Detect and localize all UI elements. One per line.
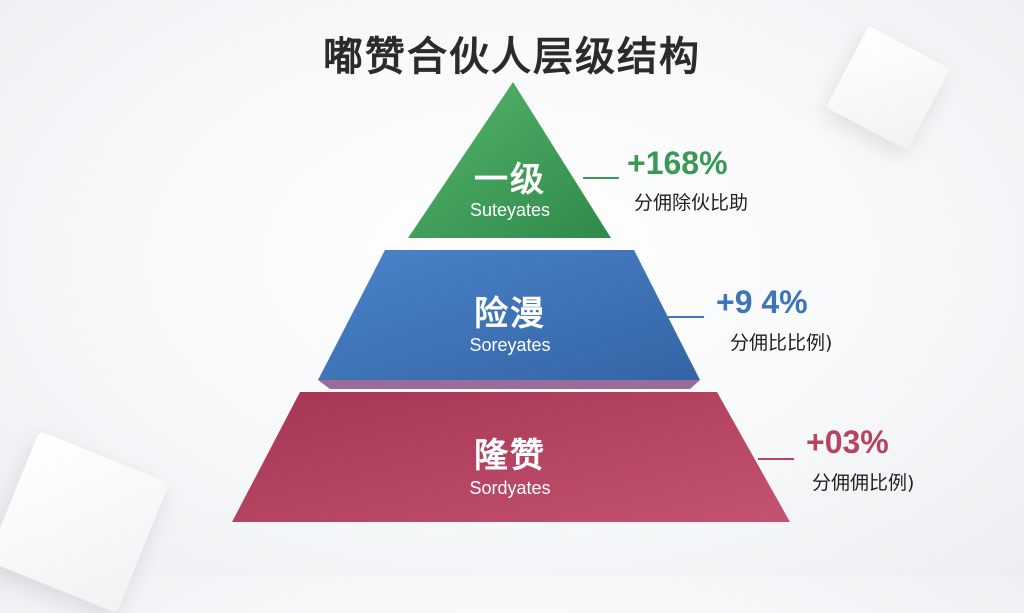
- tier-1-percent: +168%: [627, 145, 728, 181]
- tier-1-subtitle: Suteyates: [469, 200, 551, 220]
- tier-3-name: 隆赞: [474, 436, 546, 476]
- pyramid-tier-middle-shadow: [318, 380, 700, 389]
- tier-3-percent: +03%: [806, 424, 889, 460]
- pyramid-tier-top: [408, 82, 611, 238]
- tier-2-percent-label: 分佣比比例): [730, 332, 833, 354]
- pyramid-tier-bottom: [232, 392, 790, 522]
- tier-3-percent-label: 分佣佣比例): [812, 472, 915, 494]
- pyramid-diagram: [232, 82, 790, 522]
- tier-2-subtitle: Soreyates: [469, 335, 551, 355]
- tier-1-percent-label: 分佣除伙比助: [634, 192, 749, 214]
- page-title: 嘟赞合伙人层级结构: [323, 34, 701, 80]
- pyramid-tier-middle: [318, 250, 700, 380]
- tier-3-connector: [758, 458, 794, 460]
- tier-2-percent: +9 4%: [716, 284, 808, 320]
- tier-3-subtitle: Sordyates: [469, 478, 551, 498]
- tier-1-connector: [583, 177, 619, 179]
- tier-2-name: 险漫: [474, 294, 546, 334]
- tier-2-connector: [666, 316, 704, 318]
- tier-1-name: 一级: [474, 160, 546, 200]
